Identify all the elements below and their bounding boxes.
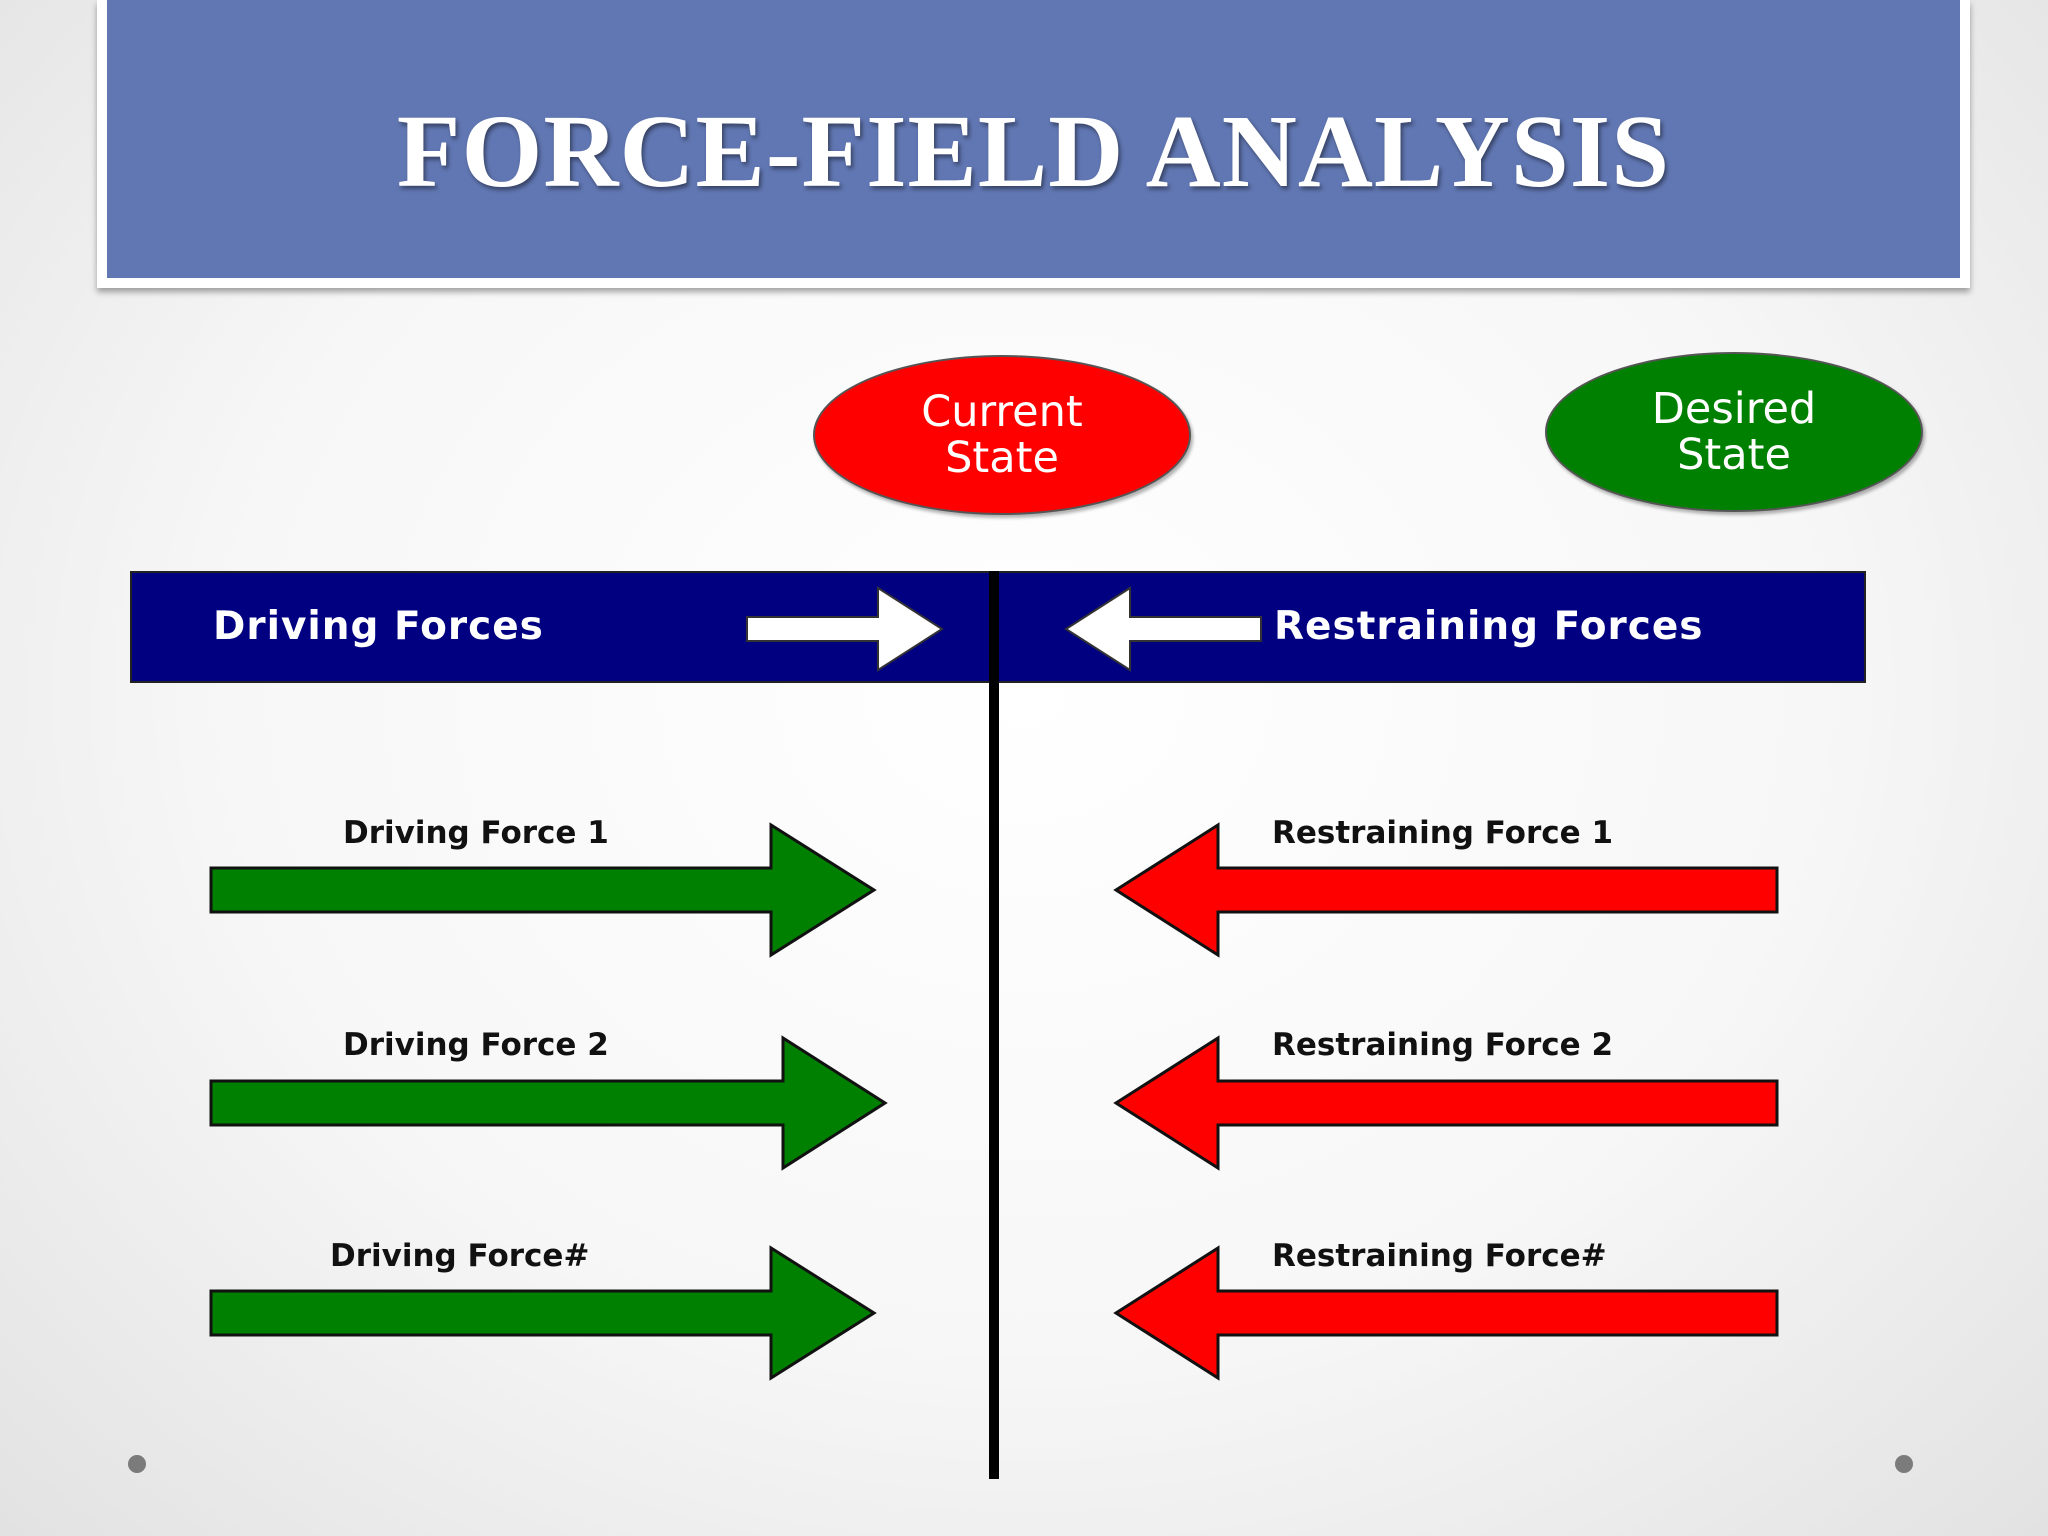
title-banner: FORCE-FIELD ANALYSIS bbox=[97, 0, 1970, 288]
driving-force-1-arrow bbox=[209, 822, 877, 958]
current-state-divider-line bbox=[989, 571, 999, 1479]
restraining-force-2-label: Restraining Force 2 bbox=[1272, 1027, 1614, 1063]
restraining-direction-arrow-icon bbox=[1064, 586, 1262, 672]
driving-forces-heading: Driving Forces bbox=[213, 604, 544, 649]
desired-state-line2: State bbox=[1677, 430, 1791, 480]
driving-direction-arrow-icon bbox=[746, 586, 944, 672]
current-state-oval: Current State bbox=[813, 355, 1191, 515]
restraining-force-2-arrow bbox=[1113, 1035, 1779, 1171]
bottom-left-dot-icon bbox=[128, 1455, 146, 1473]
desired-state-line1: Desired bbox=[1651, 384, 1817, 434]
driving-force-2-arrow bbox=[209, 1035, 888, 1171]
desired-state-oval: Desired State bbox=[1545, 352, 1923, 512]
driving-force-1-label: Driving Force 1 bbox=[343, 815, 609, 851]
restraining-force-1-arrow bbox=[1113, 822, 1779, 958]
bottom-right-dot-icon bbox=[1895, 1455, 1913, 1473]
driving-force-n-arrow bbox=[209, 1245, 877, 1381]
page-title: FORCE-FIELD ANALYSIS bbox=[396, 93, 1671, 209]
current-state-line2: State bbox=[945, 433, 1059, 483]
driving-force-n-label: Driving Force# bbox=[330, 1238, 590, 1274]
driving-force-2-label: Driving Force 2 bbox=[343, 1027, 609, 1063]
restraining-force-n-arrow bbox=[1113, 1245, 1779, 1381]
restraining-forces-heading: Restraining Forces bbox=[1274, 604, 1704, 649]
restraining-force-n-label: Restraining Force# bbox=[1272, 1238, 1607, 1274]
current-state-line1: Current bbox=[921, 387, 1083, 437]
restraining-force-1-label: Restraining Force 1 bbox=[1272, 815, 1614, 851]
